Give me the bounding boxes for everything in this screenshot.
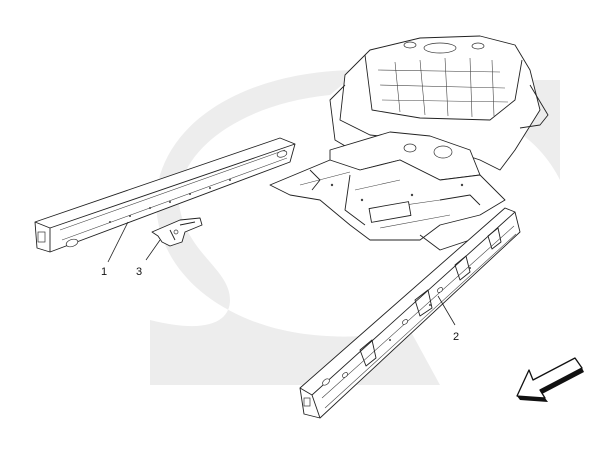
callout-3-label: 3: [136, 266, 142, 278]
floor-body-assembly: [269, 35, 549, 251]
part-2-right-rail: [299, 207, 521, 419]
callout-1-label: 1: [101, 266, 107, 278]
callout-2: 2: [437, 295, 459, 343]
callout-3: 3: [136, 239, 161, 278]
callout-1: 1: [101, 221, 129, 278]
part-2-brackets: [359, 227, 502, 367]
part-1-left-rail: [34, 137, 296, 253]
part-3-bracket: [151, 217, 203, 247]
arrow-down-left-icon: [516, 357, 584, 402]
callout-2-label: 2: [453, 331, 459, 343]
